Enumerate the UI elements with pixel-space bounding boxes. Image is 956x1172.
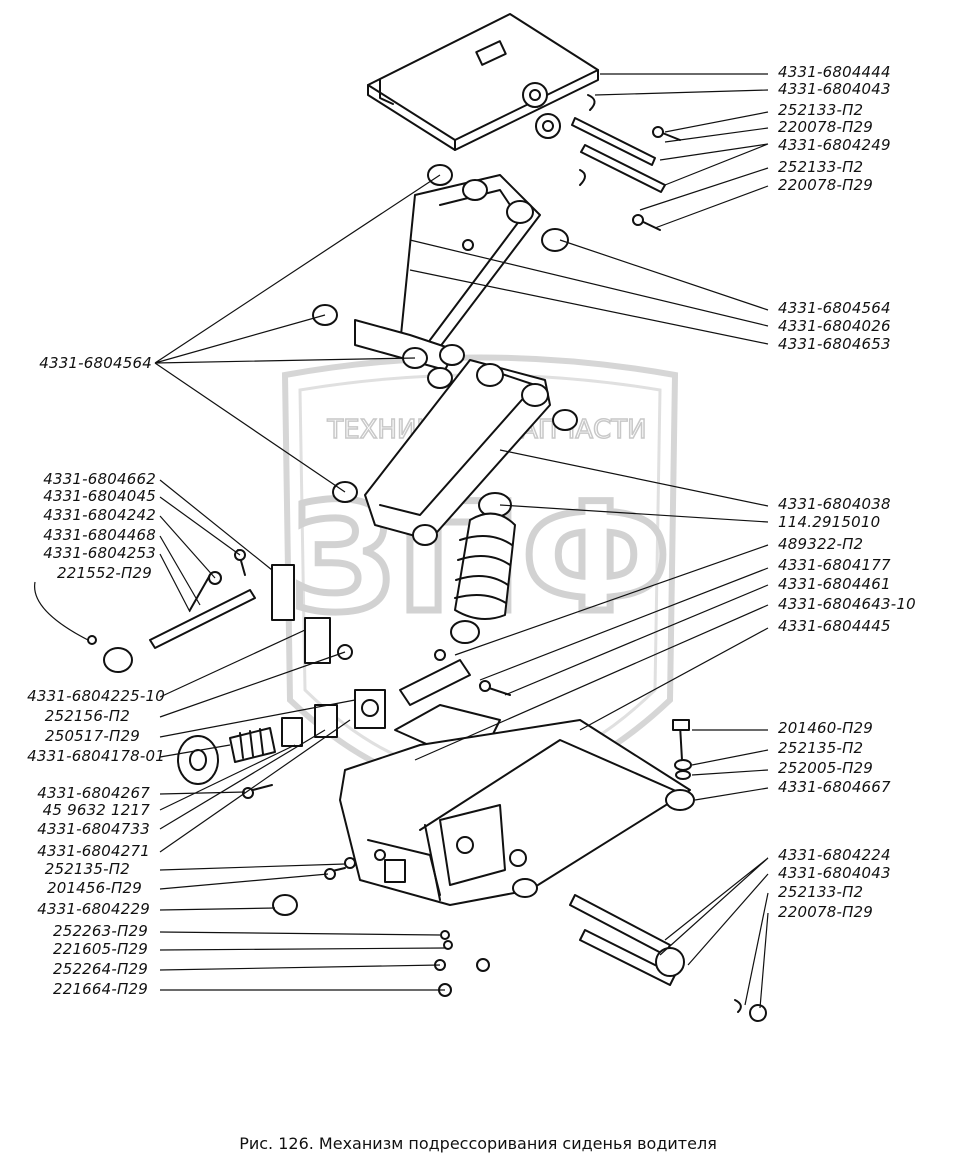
part-label: 201456-П29 bbox=[46, 879, 142, 897]
part-label: 4331-6804271 bbox=[37, 842, 150, 860]
part-label: 4331-6804178-01 bbox=[27, 747, 165, 765]
base-frame bbox=[339, 719, 695, 906]
part-label: 4331-6804177 bbox=[778, 556, 891, 574]
part-label: 220078-П29 bbox=[778, 903, 874, 921]
part-label: 4331-6804643-10 bbox=[778, 595, 916, 613]
part-label: 4331-6804229 bbox=[37, 900, 150, 918]
lower-arm bbox=[332, 359, 578, 546]
part-label: 4331-6804445 bbox=[778, 617, 891, 635]
top-pins bbox=[571, 94, 681, 231]
part-label: 4331-6804461 bbox=[778, 575, 891, 593]
shock-absorber bbox=[450, 492, 516, 644]
upper-arm bbox=[312, 164, 569, 361]
part-label: 250517-П29 bbox=[44, 727, 140, 745]
part-label: 4331-6804038 bbox=[778, 495, 891, 513]
part-label: 252133-П2 bbox=[778, 158, 864, 176]
part-label: 252005-П29 bbox=[778, 759, 874, 777]
part-label: 221605-П29 bbox=[52, 940, 148, 958]
part-label: 489322-П2 bbox=[778, 535, 864, 553]
lever-assembly bbox=[87, 549, 353, 673]
part-label: 4331-6804662 bbox=[43, 470, 156, 488]
part-label: 4331-6804043 bbox=[778, 864, 891, 882]
part-label: 4331-6804225-10 bbox=[27, 687, 165, 705]
part-label: 4331-6804468 bbox=[43, 526, 156, 544]
part-label: 252135-П2 bbox=[44, 860, 130, 878]
part-label: 4331-6804444 bbox=[778, 63, 891, 81]
part-label: 4331-6804733 bbox=[37, 820, 150, 838]
part-label: 4331-6804653 bbox=[778, 335, 891, 353]
part-label: 4331-6804564 bbox=[778, 299, 891, 317]
part-label: 4331-6804242 bbox=[43, 506, 156, 524]
part-label: 252264-П29 bbox=[52, 960, 148, 978]
knob-and-screw bbox=[177, 704, 338, 799]
lower-pins bbox=[569, 894, 767, 1022]
part-label: 4331-6804253 bbox=[43, 544, 156, 562]
part-label: 4331-6804564 bbox=[39, 354, 152, 372]
part-label: 252156-П2 bbox=[44, 707, 130, 725]
part-label: 201460-П29 bbox=[778, 719, 874, 737]
part-label: 220078-П29 bbox=[778, 118, 874, 136]
figure-caption: Рис. 126. Механизм подрессоривания сиден… bbox=[239, 1134, 717, 1153]
part-label: 4331-6804224 bbox=[778, 846, 891, 864]
part-label: 221552-П29 bbox=[56, 564, 152, 582]
part-label: 4331-6804043 bbox=[778, 80, 891, 98]
part-label: 114.2915010 bbox=[778, 513, 881, 531]
part-label: 4331-6804667 bbox=[778, 778, 891, 796]
part-label: 45 9632 1217 bbox=[42, 801, 150, 819]
part-label: 252135-П2 bbox=[778, 739, 864, 757]
part-label: 4331-6804045 bbox=[43, 487, 156, 505]
right-bolt-stack bbox=[672, 719, 692, 780]
part-label: 4331-6804267 bbox=[37, 784, 150, 802]
cross-link bbox=[354, 319, 465, 389]
part-label: 4331-6804249 bbox=[778, 136, 891, 154]
part-label: 4331-6804026 bbox=[778, 317, 891, 335]
part-label: 252133-П2 bbox=[778, 101, 864, 119]
part-label: 220078-П29 bbox=[778, 176, 874, 194]
part-label: 221664-П29 bbox=[52, 980, 148, 998]
part-label: 252133-П2 bbox=[778, 883, 864, 901]
part-label: 252263-П29 bbox=[52, 922, 148, 940]
top-plate-bracket bbox=[367, 13, 599, 151]
